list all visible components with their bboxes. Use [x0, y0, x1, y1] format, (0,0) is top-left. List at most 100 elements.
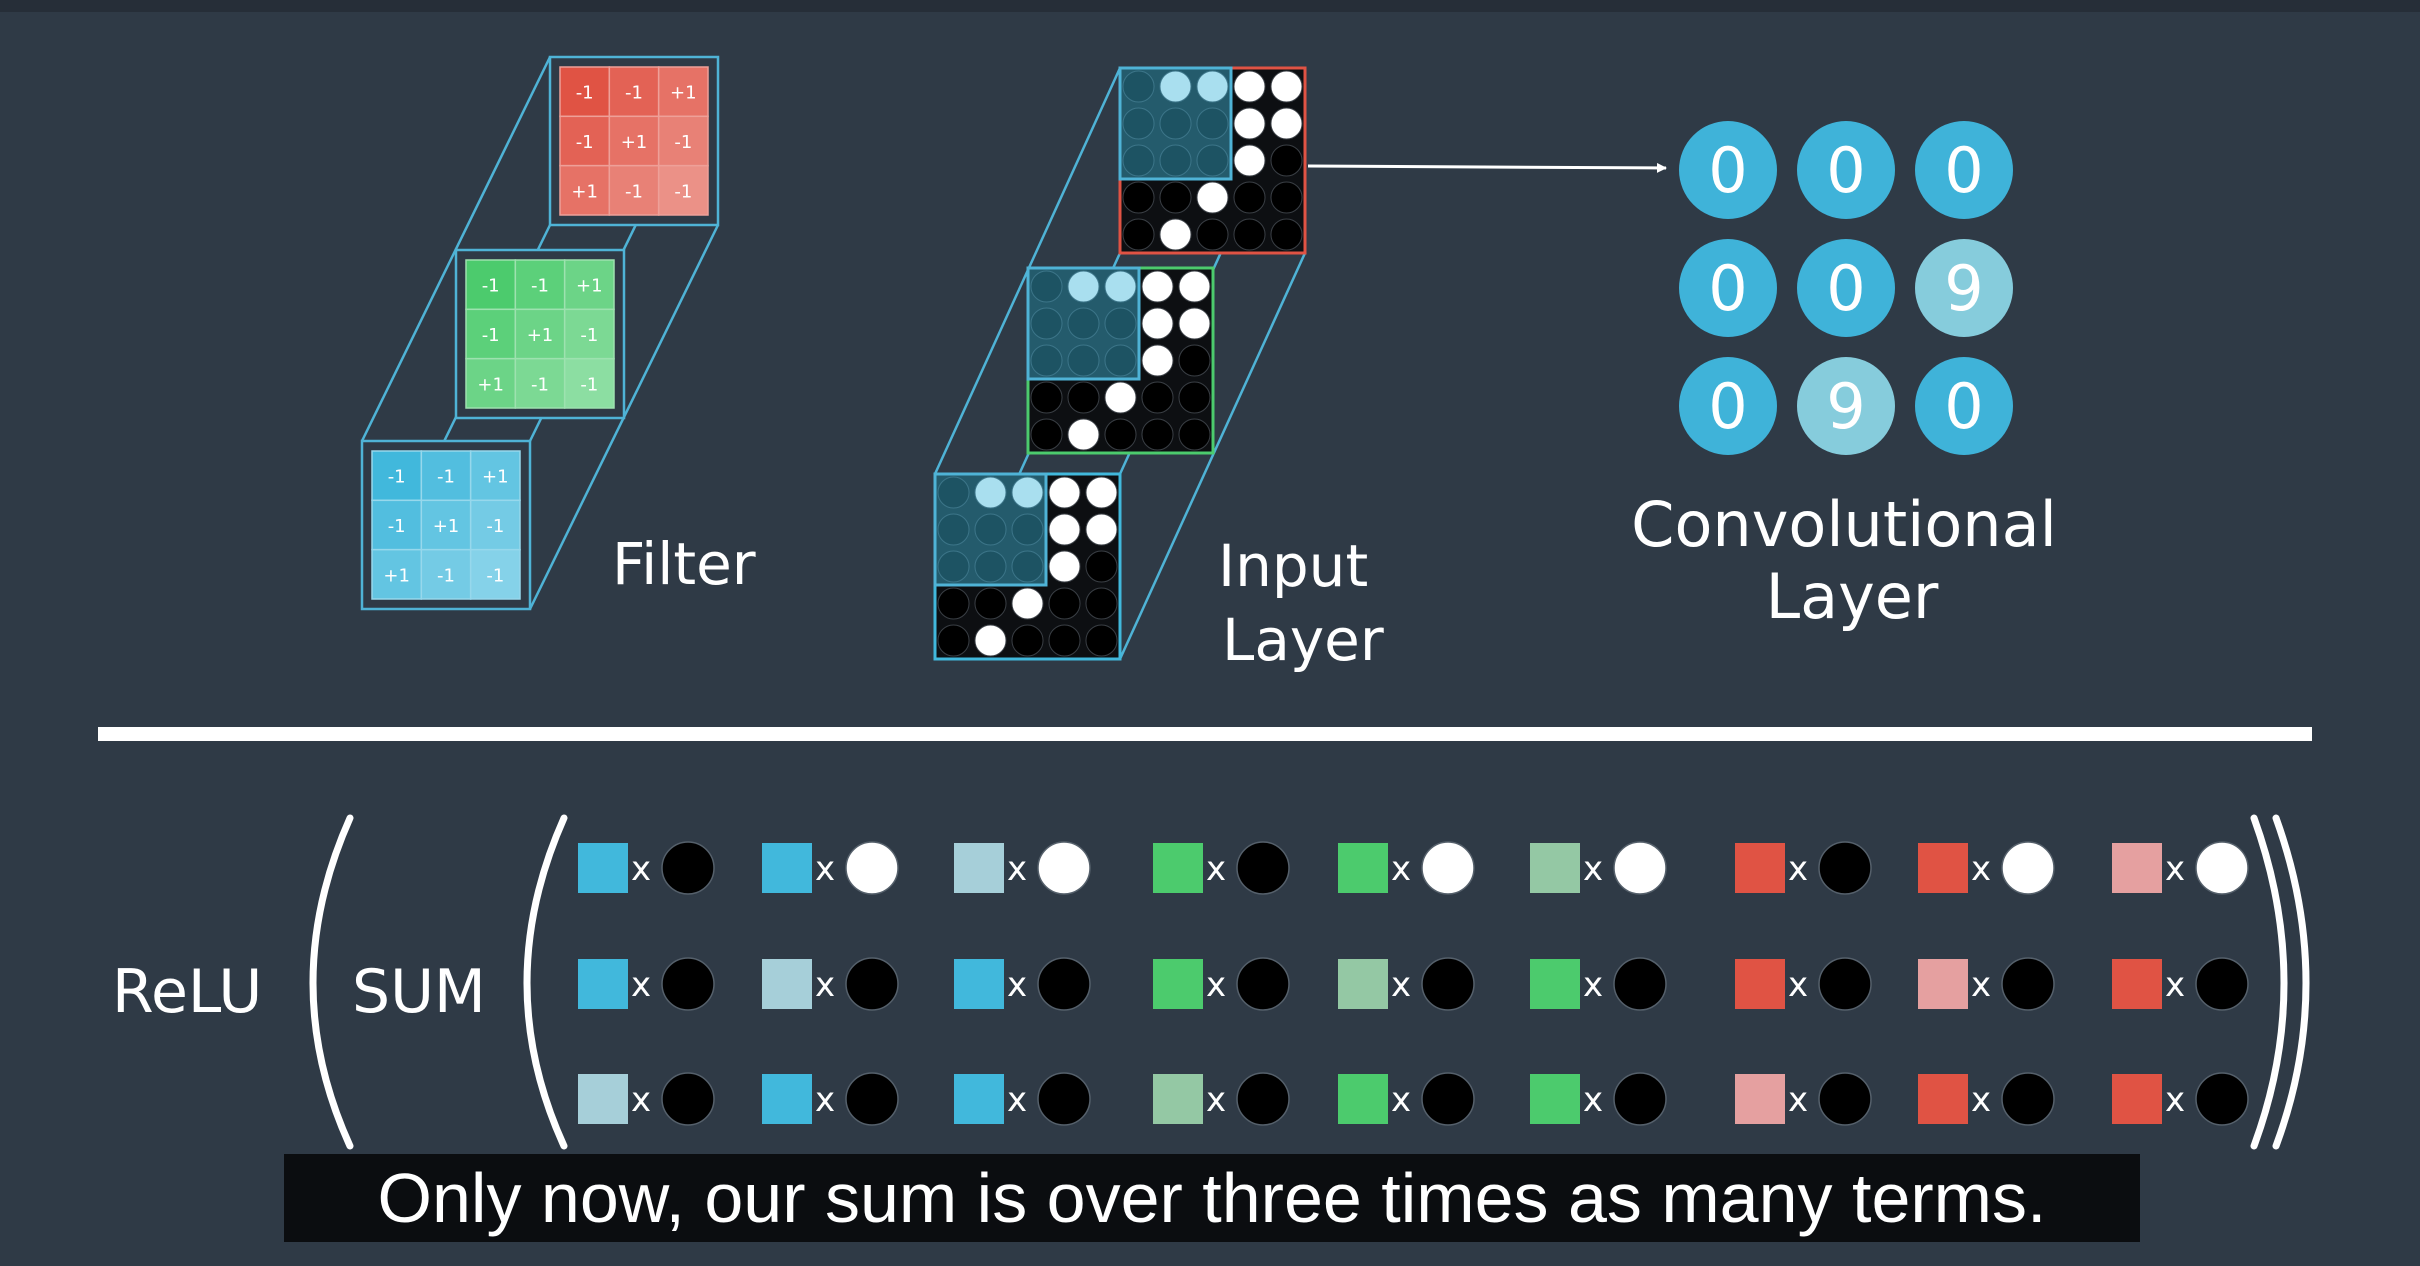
filter-blue-value: +1 — [433, 516, 460, 537]
conv-layer-label-line1: Convolutional — [1631, 488, 2057, 561]
relu-label: ReLU — [112, 957, 262, 1027]
term-times-sign: x — [1971, 849, 1991, 889]
filter-green-value: +1 — [576, 276, 603, 297]
term-filter-square — [1918, 959, 1968, 1009]
filter-green-cell — [514, 357, 566, 409]
term-filter-square — [1338, 1074, 1388, 1124]
conv-output-value: 0 — [1826, 252, 1865, 325]
term-pixel-black — [1818, 957, 1872, 1011]
term-filter-square — [2112, 959, 2162, 1009]
term-pixel-black — [661, 1072, 715, 1126]
conv-output-node — [1679, 239, 1777, 337]
input-pixel-black — [1122, 181, 1155, 214]
term-pixel-white — [2195, 841, 2249, 895]
term-times-sign: x — [1583, 849, 1603, 889]
input-pixel-black — [937, 513, 970, 546]
conv-output-value: 0 — [1708, 252, 1747, 325]
conv-output-node — [1915, 357, 2013, 455]
term-pixel-black — [1037, 1072, 1091, 1126]
term-filter-square — [1338, 959, 1388, 1009]
filter-blue-value: -1 — [437, 467, 455, 488]
input-pixel-white — [1011, 476, 1044, 509]
input-pixel-black — [1196, 144, 1229, 177]
term-pixel-black — [845, 957, 899, 1011]
input-pixel-white — [1085, 476, 1118, 509]
relu-open-paren — [309, 814, 354, 1150]
filter-blue-value: +1 — [482, 467, 509, 488]
term-times-sign: x — [1007, 1080, 1027, 1120]
input-pixel-black — [1141, 381, 1174, 414]
filter-red-value: +1 — [670, 83, 697, 104]
term-pixel-black — [2195, 1072, 2249, 1126]
term-times-sign: x — [1391, 1080, 1411, 1120]
term-times-sign: x — [1971, 965, 1991, 1005]
input-pixel-black — [1141, 418, 1174, 451]
filter-green-value: +1 — [527, 325, 554, 346]
conv-output-value: 0 — [1826, 134, 1865, 207]
term-filter-square — [1530, 1074, 1580, 1124]
input-pixel-black — [1067, 381, 1100, 414]
input-pixel-black — [1196, 218, 1229, 251]
filter-blue-cell — [469, 450, 521, 502]
term-filter-square — [1918, 843, 1968, 893]
input-pixel-black — [1011, 624, 1044, 657]
term-times-sign: x — [2165, 965, 2185, 1005]
input-pixel-black — [1122, 218, 1155, 251]
term-times-sign: x — [1391, 849, 1411, 889]
input-pixel-black — [974, 513, 1007, 546]
conv-output-node — [1797, 239, 1895, 337]
filter-red-value: -1 — [576, 132, 594, 153]
input-pixel-black — [1030, 307, 1063, 340]
input-pixel-black — [1270, 144, 1303, 177]
input-pixel-black — [1196, 107, 1229, 140]
input-pixel-white — [1048, 513, 1081, 546]
input-pixel-black — [974, 550, 1007, 583]
term-times-sign: x — [1788, 965, 1808, 1005]
divider-line — [98, 727, 2312, 741]
sum-label: SUM — [352, 957, 486, 1027]
filter-green-value: -1 — [580, 325, 598, 346]
conv-output-node — [1797, 357, 1895, 455]
input-pixel-black — [1085, 550, 1118, 583]
term-pixel-black — [661, 841, 715, 895]
term-filter-square — [2112, 1074, 2162, 1124]
input-pixel-white — [1104, 270, 1137, 303]
term-filter-square — [762, 959, 812, 1009]
conv-output-node — [1915, 239, 2013, 337]
arrow-to-conv-layer — [1307, 162, 1667, 173]
filter-blue-value: -1 — [388, 516, 406, 537]
input-pixel-black — [1067, 307, 1100, 340]
filter-red-value: +1 — [621, 132, 648, 153]
term-filter-square — [954, 1074, 1004, 1124]
filter-green-value: -1 — [531, 276, 549, 297]
filter-red-cell — [657, 164, 709, 216]
term-pixel-black — [2195, 957, 2249, 1011]
input-pixel-white — [1178, 270, 1211, 303]
filter-blue-value: -1 — [388, 467, 406, 488]
term-pixel-black — [845, 1072, 899, 1126]
input-pixel-white — [1270, 107, 1303, 140]
filter-green-value: -1 — [482, 325, 500, 346]
receptive-field-overlay — [1026, 266, 1141, 381]
input-pixel-black — [1270, 181, 1303, 214]
input-pixel-black — [1233, 181, 1266, 214]
input-pixel-white — [1085, 513, 1118, 546]
input-pixel-black — [1122, 70, 1155, 103]
input-pixel-black — [937, 550, 970, 583]
term-pixel-black — [1421, 1072, 1475, 1126]
sum-close-paren — [2250, 814, 2288, 1150]
term-pixel-white — [1421, 841, 1475, 895]
receptive-field-overlay — [933, 472, 1048, 587]
conv-output-value: 9 — [1826, 370, 1865, 443]
term-times-sign: x — [2165, 849, 2185, 889]
input-pixel-white — [1141, 270, 1174, 303]
term-times-sign: x — [815, 1080, 835, 1120]
term-times-sign: x — [1788, 849, 1808, 889]
term-pixel-white — [1613, 841, 1667, 895]
filter-blue-cell — [371, 450, 423, 502]
input-pixel-white — [1233, 144, 1266, 177]
filter-green-value: -1 — [580, 374, 598, 395]
input-pixel-white — [1196, 70, 1229, 103]
